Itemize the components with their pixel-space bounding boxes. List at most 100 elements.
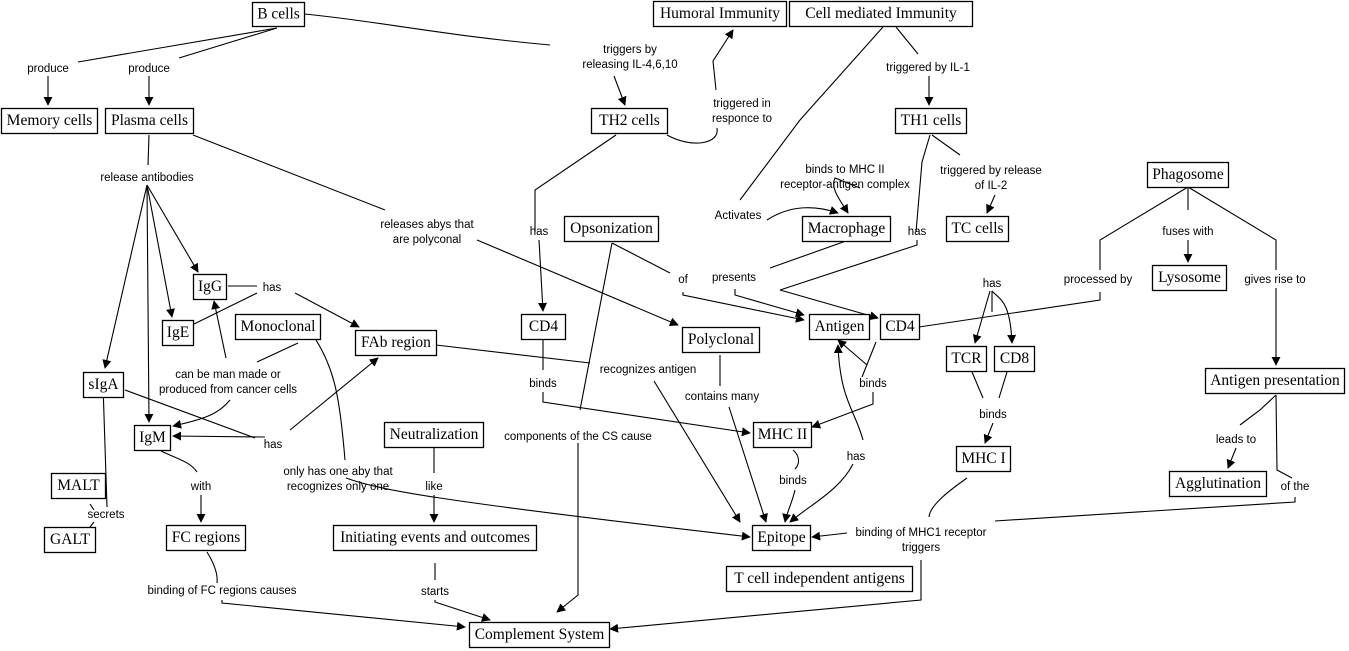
link-label-text: receptor-antigen complex	[780, 179, 910, 191]
link-label-text: releases abys that	[380, 219, 474, 231]
concept-node-humoral[interactable]: Humoral Immunity	[652, 0, 788, 28]
link-label-text: secrets	[87, 509, 124, 521]
concept-node-th1[interactable]: TH1 cells	[894, 107, 968, 135]
concept-node-igg[interactable]: IgG	[192, 273, 228, 301]
link-label-releases-polyclonal: releases abys that are polyconal	[380, 219, 474, 246]
concept-node-box	[468, 621, 611, 649]
connector-line	[534, 134, 617, 232]
concept-node-complement[interactable]: Complement System	[468, 621, 611, 649]
concept-node-cd4-right[interactable]: CD4	[879, 313, 921, 341]
concept-node-polyclonal[interactable]: Polyclonal	[681, 326, 761, 354]
concept-node-siga[interactable]: sIgA	[82, 371, 125, 399]
connector-line	[811, 392, 874, 429]
concept-node-agglutination[interactable]: Agglutination	[1168, 470, 1268, 498]
concept-node-monoclonal[interactable]: Monoclonal	[234, 313, 322, 341]
link-label-text: triggered by IL-1	[886, 62, 970, 74]
concept-node-label: MHC II	[758, 426, 808, 443]
concept-node-box	[955, 445, 1012, 473]
link-label-text: recognizes only one	[287, 481, 389, 493]
concept-node-label: Epitope	[757, 529, 805, 546]
concept-node-cell-mediated[interactable]: Cell mediated Immunity	[788, 0, 974, 28]
link-label-text: are polyconal	[393, 234, 461, 246]
concept-node-initiating[interactable]: Initiating events and outcomes	[332, 524, 538, 552]
connector-line	[315, 339, 346, 461]
link-label-text: leads to	[1216, 434, 1256, 446]
concept-node-igm[interactable]: IgM	[133, 424, 172, 452]
concept-node-label: MHC I	[961, 450, 1005, 467]
concept-node-t-indep[interactable]: T cell independent antigens	[725, 565, 914, 593]
link-label-text: triggered in	[713, 98, 771, 110]
concept-node-ige[interactable]: IgE	[161, 319, 195, 347]
concept-node-antigen-presentation[interactable]: Antigen presentation	[1204, 367, 1346, 395]
link-label-text: fuses with	[1162, 226, 1213, 238]
concept-node-box	[652, 0, 788, 28]
concept-node-mhc1[interactable]: MHC I	[955, 445, 1012, 473]
concept-node-galt[interactable]: GALT	[43, 526, 97, 554]
concept-node-box	[0, 107, 99, 135]
concept-node-label: B cells	[257, 6, 300, 23]
concept-node-box	[879, 313, 921, 341]
concept-node-label: Monoclonal	[241, 318, 316, 335]
link-label-text: release antibodies	[100, 172, 194, 184]
connector-line	[102, 184, 148, 369]
concept-node-box	[590, 107, 669, 135]
concept-node-b-cells[interactable]: B cells	[251, 1, 306, 28]
concept-node-antigen[interactable]: Antigen	[808, 313, 871, 341]
link-label-release-abs: release antibodies	[100, 172, 194, 184]
concept-node-macrophage[interactable]: Macrophage	[801, 215, 892, 243]
connector-line	[542, 392, 751, 437]
link-label-binding-fc: binding of FC regions causes	[148, 585, 297, 597]
concept-node-lysosome[interactable]: Lysosome	[1151, 264, 1228, 292]
concept-node-box	[1204, 367, 1346, 395]
concept-node-label: FAb region	[361, 334, 431, 351]
connector-line	[221, 600, 466, 631]
concept-node-cd8[interactable]: CD8	[993, 345, 1036, 373]
link-label-has-th1: has	[908, 226, 927, 238]
concept-node-epitope[interactable]: Epitope	[751, 524, 812, 552]
link-label-text: of	[678, 274, 688, 286]
concept-node-cd4-left[interactable]: CD4	[520, 313, 567, 341]
concept-node-memory-cells[interactable]: Memory cells	[0, 107, 99, 135]
link-label-text: binding of MHC1 receptor	[855, 527, 986, 539]
connector-line	[144, 184, 154, 423]
concept-node-label: IgE	[167, 324, 189, 341]
connector-line	[146, 184, 199, 273]
concept-node-opsonization[interactable]: Opsonization	[563, 215, 660, 243]
connector-line	[579, 242, 613, 411]
concept-node-label: IgM	[139, 429, 166, 446]
concept-node-phagosome[interactable]: Phagosome	[1146, 161, 1230, 189]
connector-line	[1275, 394, 1293, 479]
concept-node-tc-cells[interactable]: TC cells	[945, 215, 1010, 243]
connector-line	[928, 477, 968, 518]
connector-line	[971, 371, 984, 399]
connector-line	[998, 371, 1008, 399]
concept-node-tcr[interactable]: TCR	[945, 345, 988, 373]
concept-node-mhc2[interactable]: MHC II	[752, 421, 813, 449]
link-label-text: has	[983, 278, 1002, 290]
concept-node-malt[interactable]: MALT	[50, 472, 107, 500]
concept-node-box	[104, 107, 195, 135]
connector-line	[739, 26, 884, 201]
concept-node-neutralization[interactable]: Neutralization	[383, 421, 485, 449]
link-label-text: binding of FC regions causes	[148, 585, 297, 597]
concept-node-fab[interactable]: FAb region	[354, 329, 438, 357]
link-label-with: with	[190, 481, 211, 493]
connector-line	[931, 134, 961, 156]
concept-node-th2[interactable]: TH2 cells	[590, 107, 669, 135]
connector-line	[833, 344, 864, 441]
concept-node-plasma-cells[interactable]: Plasma cells	[104, 107, 195, 135]
link-label-text: presents	[712, 272, 756, 284]
connector-line	[172, 399, 231, 429]
link-label-text: of IL-2	[975, 180, 1008, 192]
concept-node-label: MALT	[57, 477, 100, 494]
link-label-recognizes-antigen: recognizes antigen	[600, 364, 697, 376]
concept-node-box	[82, 371, 125, 399]
concept-node-fc-regions[interactable]: FC regions	[165, 524, 247, 552]
link-label-text: like	[425, 481, 442, 493]
link-label-binds-cd4r: binds	[859, 378, 887, 390]
